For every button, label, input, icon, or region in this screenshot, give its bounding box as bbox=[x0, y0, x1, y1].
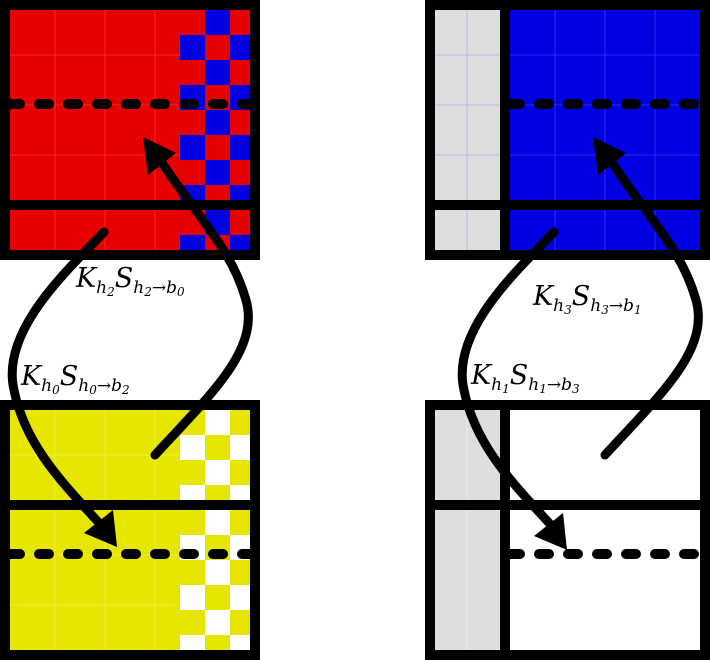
arrowhead-icon bbox=[84, 510, 117, 547]
block-border bbox=[425, 0, 710, 260]
label-kh0-sh0-b2: Kh0Sh0→b2 bbox=[21, 361, 130, 397]
arrowhead-icon bbox=[534, 513, 567, 550]
arrow-h2-to-b0 bbox=[150, 155, 253, 460]
block-border bbox=[0, 0, 260, 260]
yellow-white-checker bbox=[180, 410, 250, 650]
block-top-right bbox=[425, 0, 710, 260]
arrowhead-icon bbox=[593, 137, 626, 175]
label-kh1-sh1-b3: Kh1Sh1→b3 bbox=[471, 360, 580, 396]
arrow-h3-to-b1 bbox=[600, 155, 703, 460]
arrowheads bbox=[84, 137, 626, 550]
block-border bbox=[425, 400, 710, 660]
block-bottom-left bbox=[0, 400, 260, 660]
arrow-h0-to-b2 bbox=[7, 227, 113, 538]
arrow-h1-to-b3 bbox=[457, 227, 563, 538]
block-bottom-right bbox=[425, 400, 710, 660]
label-kh2-sh2-b0: Kh2Sh2→b0 bbox=[76, 263, 185, 299]
block-top-left bbox=[0, 0, 260, 260]
white-fill bbox=[510, 410, 700, 650]
label-kh3-sh3-b1: Kh3Sh3→b1 bbox=[533, 281, 642, 317]
red-blue-checker bbox=[180, 10, 250, 250]
block-border bbox=[0, 400, 260, 660]
arrows bbox=[7, 155, 703, 538]
arrowhead-icon bbox=[143, 137, 176, 175]
